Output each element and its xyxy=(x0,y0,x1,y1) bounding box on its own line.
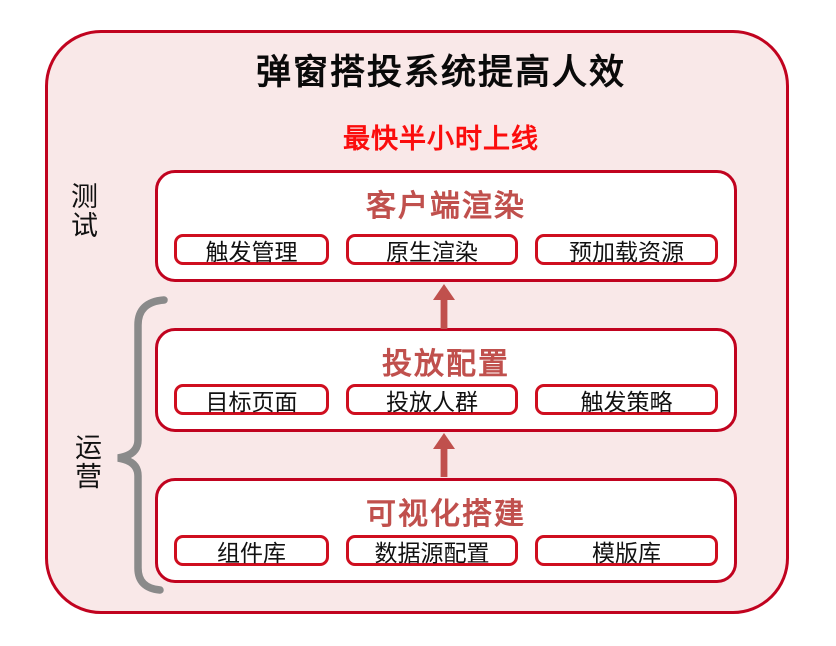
up-arrow-icon xyxy=(433,284,455,329)
stage-items-row: 触发管理 原生渲染 预加载资源 xyxy=(158,234,734,265)
stage-box-client-render: 客户端渲染 触发管理 原生渲染 预加载资源 xyxy=(155,170,737,282)
stage-chip: 预加载资源 xyxy=(535,234,718,265)
stage-chip: 组件库 xyxy=(174,535,329,566)
left-curly-brace-icon xyxy=(117,296,168,594)
stage-chip: 数据源配置 xyxy=(346,535,518,566)
stage-items-row: 组件库 数据源配置 模版库 xyxy=(158,535,734,566)
side-label-ops: 运营 xyxy=(71,433,101,491)
page-title: 弹窗搭投系统提高人效 xyxy=(255,53,626,92)
stage-chip: 原生渲染 xyxy=(346,234,518,265)
stage-title: 可视化搭建 xyxy=(366,498,526,531)
stage-title: 客户端渲染 xyxy=(366,190,526,223)
stage-chip: 触发管理 xyxy=(174,234,329,265)
stage-chip: 投放人群 xyxy=(346,384,518,415)
stage-chip: 目标页面 xyxy=(174,384,329,415)
stage-chip: 模版库 xyxy=(535,535,718,566)
stage-title: 投放配置 xyxy=(382,348,510,381)
side-label-test: 测试 xyxy=(67,182,97,240)
up-arrow-icon xyxy=(433,433,455,477)
stage-box-visual-build: 可视化搭建 组件库 数据源配置 模版库 xyxy=(155,478,737,583)
stage-chip: 触发策略 xyxy=(535,384,718,415)
stage-box-delivery-config: 投放配置 目标页面 投放人群 触发策略 xyxy=(155,328,737,432)
page-subtitle: 最快半小时上线 xyxy=(343,124,539,154)
stage-items-row: 目标页面 投放人群 触发策略 xyxy=(158,384,734,415)
